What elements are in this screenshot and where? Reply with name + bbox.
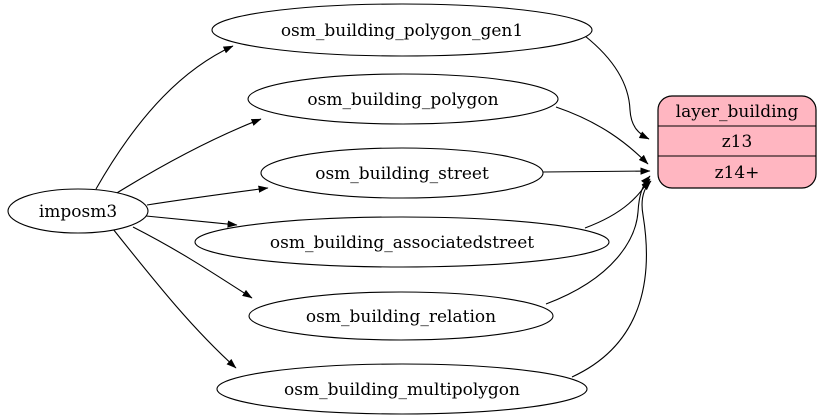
node-osm-building-multipolygon: osm_building_multipolygon [216,363,588,415]
edge-imposm3-to-osm-building-multipolygon [112,228,237,369]
edge-osm-building-street-to-z14 [542,167,651,175]
edge-imposm3-to-osm-building-associatedstreet [145,215,238,228]
osm-building-multipolygon-label: osm_building_multipolygon [284,380,520,400]
osm-building-polygon-label: osm_building_polygon [307,90,498,110]
osm-building-street-label: osm_building_street [315,164,489,184]
edge-imposm3-to-osm-building-polygon-gen1 [95,45,234,190]
osm-building-relation-ellipse [248,291,554,341]
imposm3-ellipse [7,188,149,234]
node-layer-building: layer_building z13 z14+ [657,95,817,189]
osm-building-street-ellipse [260,147,544,199]
osm-building-associatedstreet-ellipse [194,216,610,268]
edge-osm-building-polygon-to-z14 [555,106,649,165]
edge-imposm3-to-osm-building-street [146,185,269,206]
edges-tables-to-layer [542,35,652,378]
node-osm-building-polygon: osm_building_polygon [247,73,559,125]
layer-building-row-z14plus: z14+ [715,163,760,183]
node-imposm3: imposm3 [7,188,149,234]
node-osm-building-street: osm_building_street [260,147,544,199]
node-osm-building-polygon-gen1: osm_building_polygon_gen1 [211,3,593,57]
osm-building-polygon-gen1-label: osm_building_polygon_gen1 [281,21,523,41]
node-osm-building-associatedstreet: osm_building_associatedstreet [194,216,610,268]
osm-building-relation-label: osm_building_relation [306,307,496,327]
osm-building-multipolygon-ellipse [216,363,588,415]
imposm3-label: imposm3 [39,202,117,222]
osm-building-associatedstreet-label: osm_building_associatedstreet [270,233,534,253]
layer-building-row-z13: z13 [722,132,753,152]
layer-building-title: layer_building [676,102,799,122]
edge-osm-building-associatedstreet-to-z14 [584,178,651,229]
edge-osm-building-polygon-gen1-to-z13 [584,35,650,140]
edge-imposm3-to-osm-building-polygon [111,118,262,197]
osm-building-polygon-gen1-ellipse [211,3,593,57]
node-osm-building-relation: osm_building_relation [248,291,554,341]
edge-imposm3-to-osm-building-relation [132,226,253,299]
edges-source-to-tables [95,45,269,369]
osm-building-polygon-ellipse [247,73,559,125]
edge-osm-building-multipolygon-to-z14 [571,180,652,378]
layer-building-box [657,95,817,189]
